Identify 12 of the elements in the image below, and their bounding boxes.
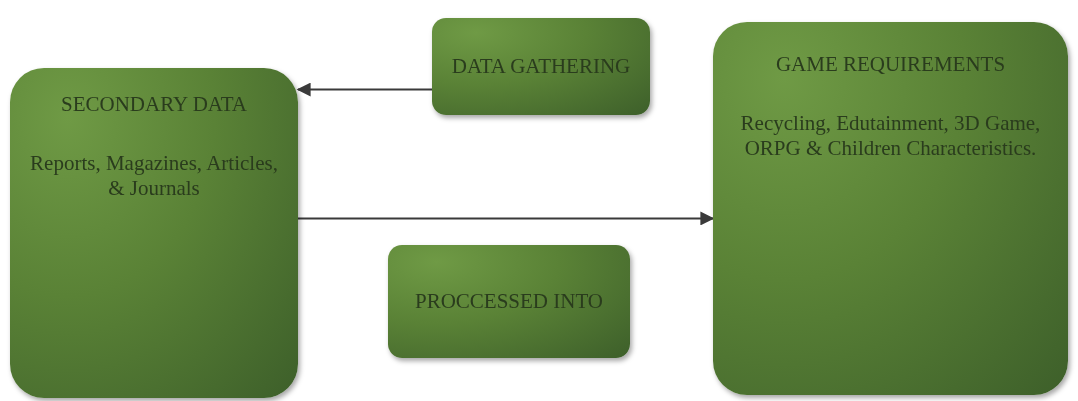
box-heading: SECONDARY DATA [61,92,247,118]
label-box [388,245,630,358]
arrow [296,82,433,97]
rounded-box [10,68,298,398]
box-heading: GAME REQUIREMENTS [775,52,1006,78]
box-text: Reports, Magazines, Articles, & Journals [29,151,279,202]
box-heading: DATA GATHERING [451,53,631,80]
rounded-box [713,22,1068,395]
label-box [432,18,650,115]
arrow [297,211,715,226]
box-heading: PROCCESSED INTO [414,288,604,315]
box-text: Recycling, Edutainment, 3D Game, ORPG & Children Characteristics. [739,111,1042,162]
